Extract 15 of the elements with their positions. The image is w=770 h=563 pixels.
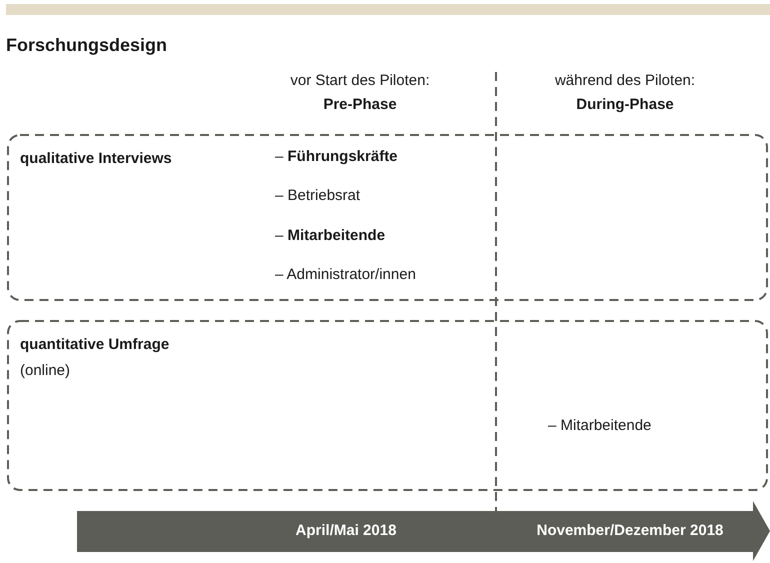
band-note: (online) xyxy=(20,361,72,381)
list-item: – Mitarbeitende xyxy=(275,226,386,246)
band-heading: quantitative Umfrage xyxy=(20,335,170,355)
list-item: – Betriebsrat xyxy=(275,186,360,206)
phase-name: During-Phase xyxy=(575,95,675,115)
phase-name: Pre-Phase xyxy=(322,95,398,115)
list-item: – Administrator/innen xyxy=(275,265,416,285)
phase-caption: vor Start des Piloten: xyxy=(289,71,431,91)
timeline-date: April/Mai 2018 xyxy=(296,521,396,541)
list-item: – Mitarbeitende xyxy=(548,416,652,436)
timeline-date: November/Dezember 2018 xyxy=(536,521,724,541)
list-item: – Führungskräfte xyxy=(275,147,398,167)
diagram-title: Forschungsdesign xyxy=(6,34,168,57)
band-heading: qualitative Interviews xyxy=(20,149,172,169)
phase-caption: während des Piloten: xyxy=(554,71,696,91)
